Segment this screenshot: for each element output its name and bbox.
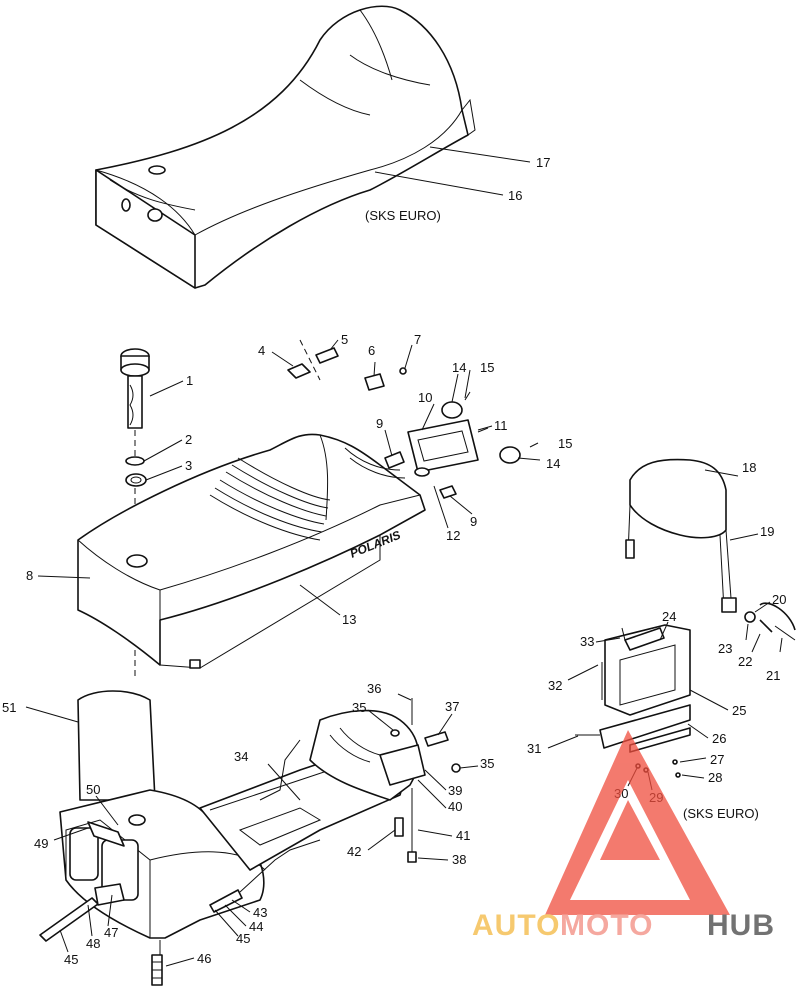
callout-46: 46 [197, 951, 211, 966]
sks-euro-note-top: (SKS EURO) [365, 208, 441, 223]
seat-latch-hardware [287, 339, 539, 499]
callout-51: 51 [2, 700, 16, 715]
callout-22: 22 [738, 654, 752, 669]
watermark-logo: AUTO MOTO HUB [472, 730, 775, 942]
callout-45b: 45 [64, 952, 78, 967]
backrest-assembly [575, 458, 796, 778]
callout-50: 50 [86, 782, 100, 797]
callout-14b: 14 [546, 456, 560, 471]
watermark-text-auto: AUTO [472, 909, 560, 942]
callout-48: 48 [86, 936, 100, 951]
callout-31: 31 [527, 741, 541, 756]
callout-8: 8 [26, 568, 33, 583]
callout-25: 25 [732, 703, 746, 718]
callout-11: 11 [494, 418, 508, 433]
callout-40: 40 [448, 799, 462, 814]
callout-15b: 15 [558, 436, 572, 451]
callout-12: 12 [446, 528, 460, 543]
callout-9b: 9 [470, 514, 477, 529]
watermark-triangle-outer [545, 730, 730, 915]
callout-9a: 9 [376, 416, 383, 431]
sks-euro-note-bottom: (SKS EURO) [683, 806, 759, 821]
callout-38: 38 [452, 852, 466, 867]
callout-14a: 14 [452, 360, 466, 375]
callout-36: 36 [367, 681, 381, 696]
callout-42: 42 [347, 844, 361, 859]
callout-20: 20 [772, 592, 786, 607]
callout-17: 17 [536, 155, 550, 170]
callout-43: 43 [253, 905, 267, 920]
callout-16: 16 [508, 188, 522, 203]
callout-19: 19 [760, 524, 774, 539]
callout-10: 10 [418, 390, 432, 405]
callout-3: 3 [185, 458, 192, 473]
callout-6: 6 [368, 343, 375, 358]
callout-49: 49 [34, 836, 48, 851]
callout-7: 7 [414, 332, 421, 347]
callout-5: 5 [341, 332, 348, 347]
watermark-text-hub: HUB [707, 909, 775, 942]
gas-cap-assembly [120, 348, 150, 487]
callout-13: 13 [342, 612, 356, 627]
callout-15a: 15 [480, 360, 494, 375]
callout-26: 26 [712, 731, 726, 746]
callout-41: 41 [456, 828, 470, 843]
callout-24: 24 [662, 609, 676, 624]
callout-44: 44 [249, 919, 263, 934]
callout-23: 23 [718, 641, 732, 656]
callout-18: 18 [742, 460, 756, 475]
callout-32: 32 [548, 678, 562, 693]
callout-33: 33 [580, 634, 594, 649]
callout-34: 34 [234, 749, 248, 764]
main-seat [77, 433, 426, 669]
callout-35b: 35 [480, 756, 494, 771]
watermark-text-moto: MOTO [560, 909, 653, 942]
watermark-triangle-inner [600, 800, 660, 860]
callout-27: 27 [710, 752, 724, 767]
callout-47: 47 [104, 925, 118, 940]
callout-28: 28 [708, 770, 722, 785]
callout-2: 2 [185, 432, 192, 447]
callout-21: 21 [766, 668, 780, 683]
euro-seat-assembly [95, 5, 476, 289]
callout-1: 1 [186, 373, 193, 388]
callout-45a: 45 [236, 931, 250, 946]
callout-37: 37 [445, 699, 459, 714]
callout-4: 4 [258, 343, 265, 358]
callout-39: 39 [448, 783, 462, 798]
callout-35a: 35 [352, 700, 366, 715]
